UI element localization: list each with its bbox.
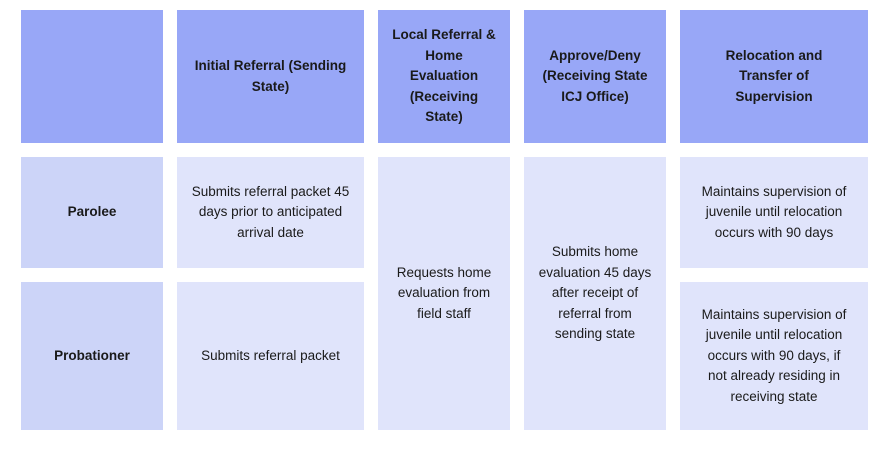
header-approve-deny: Approve/Deny (Receiving State ICJ Office…	[524, 10, 666, 143]
cell-probationer-relocation: Maintains supervision of juvenile until …	[680, 282, 868, 430]
header-local-referral-home-evaluation: Local Referral & Home Evaluation (Receiv…	[378, 10, 510, 143]
row-label-probationer: Probationer	[21, 282, 163, 430]
cell-parolee-initial-referral-text: Submits referral packet 45 days prior to…	[191, 183, 350, 240]
header-local-referral-label: Local Referral & Home Evaluation (Receiv…	[392, 27, 496, 125]
cell-probationer-initial-referral: Submits referral packet	[177, 282, 364, 430]
cell-parolee-initial-referral: Submits referral packet 45 days prior to…	[177, 157, 364, 268]
cell-local-referral-merged-text: Requests home evaluation from field staf…	[396, 264, 492, 321]
cell-approve-deny-merged: Submits home evaluation 45 days after re…	[524, 157, 666, 430]
row-label-parolee: Parolee	[21, 157, 163, 268]
header-relocation-transfer: Relocation and Transfer of Supervision	[680, 10, 868, 143]
header-relocation-transfer-label: Relocation and Transfer of Supervision	[725, 47, 823, 104]
cell-probationer-initial-referral-text: Submits referral packet	[201, 347, 340, 363]
header-initial-referral-label: Initial Referral (Sending State)	[194, 57, 347, 94]
cell-local-referral-merged: Requests home evaluation from field staf…	[378, 157, 510, 430]
header-cell-empty	[21, 10, 163, 143]
header-approve-deny-label: Approve/Deny (Receiving State ICJ Office…	[542, 47, 648, 104]
referral-process-table: Initial Referral (Sending State) Local R…	[21, 10, 868, 430]
row-label-parolee-text: Parolee	[67, 204, 117, 220]
cell-probationer-relocation-text: Maintains supervision of juvenile until …	[701, 306, 847, 404]
cell-parolee-relocation-text: Maintains supervision of juvenile until …	[701, 183, 847, 240]
row-label-probationer-text: Probationer	[54, 347, 130, 363]
cell-approve-deny-merged-text: Submits home evaluation 45 days after re…	[538, 244, 652, 342]
cell-parolee-relocation: Maintains supervision of juvenile until …	[680, 157, 868, 268]
header-initial-referral: Initial Referral (Sending State)	[177, 10, 364, 143]
